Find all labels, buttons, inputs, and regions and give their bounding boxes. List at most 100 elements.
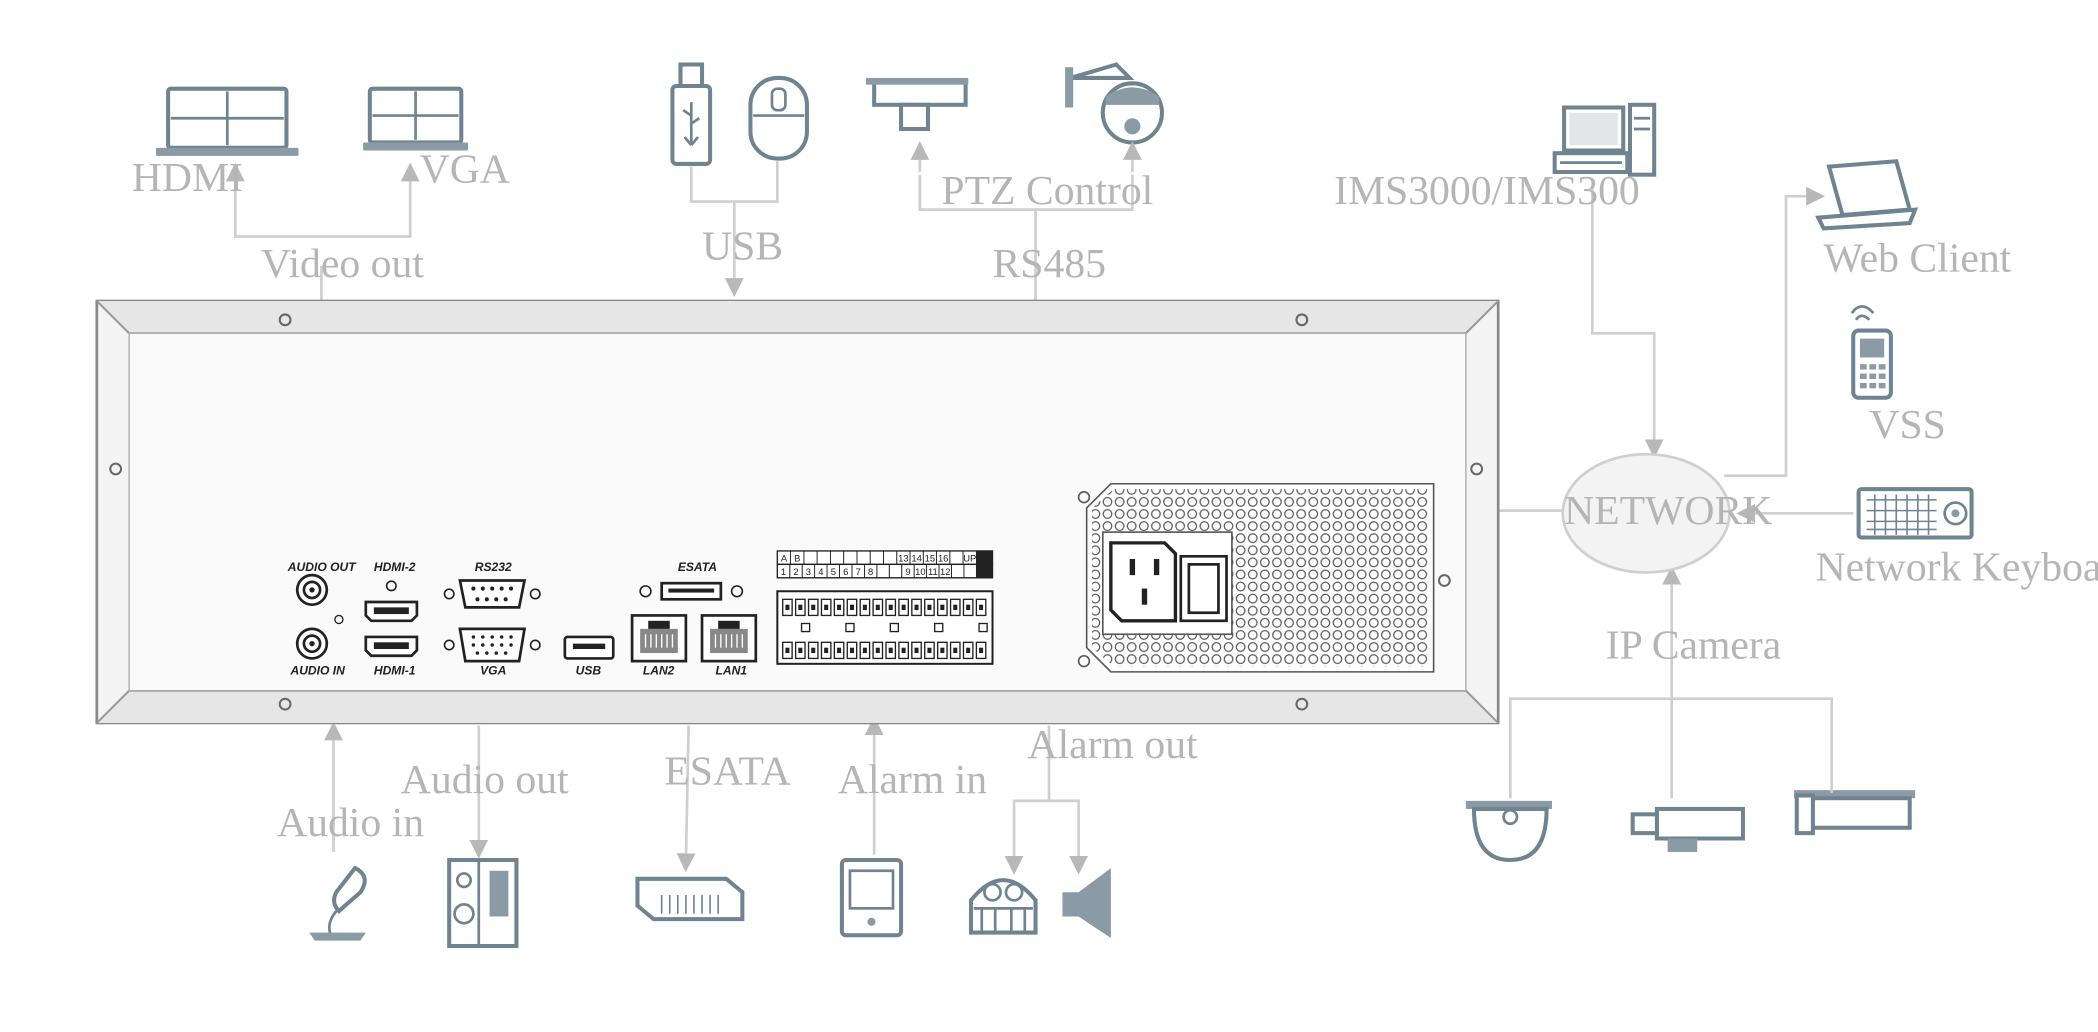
panel-label-vga: VGA <box>480 664 506 678</box>
terminal-screw-slot <box>979 604 984 611</box>
terminal-label: 6 <box>843 566 848 577</box>
terminal-label: B <box>794 553 800 564</box>
terminal-label: 15 <box>925 553 935 564</box>
label-alarm-in: Alarm in <box>838 757 987 803</box>
network-cloud <box>1561 452 1731 574</box>
esata-drive-icon <box>635 876 745 922</box>
terminal-label: 2 <box>793 566 798 577</box>
terminal-led <box>800 622 811 633</box>
label-vss: VSS <box>1869 402 1945 448</box>
label-vga: VGA <box>420 147 510 193</box>
terminal-screw-slot <box>888 604 893 611</box>
dome-camera-icon <box>1465 800 1552 863</box>
nvr-rear-panel: AUDIO OUT AUDIO IN HDMI-2 HDMI-1 RS232 <box>95 299 1500 725</box>
label-web-client: Web Client <box>1824 235 2012 281</box>
audio-in-port <box>295 627 329 660</box>
terminal-label: 14 <box>911 553 921 564</box>
ptz-camera-icon <box>866 77 969 132</box>
label-ptz-control: PTZ Control <box>941 168 1153 214</box>
terminal-screw-slot <box>798 647 803 654</box>
terminal-label: 13 <box>898 553 908 564</box>
speaker-icon <box>447 857 519 949</box>
terminal-screw-slot <box>862 604 867 611</box>
terminal-screw-slot <box>824 647 829 654</box>
panel-label-esata: ESATA <box>678 560 717 574</box>
bullet-camera-icon <box>1794 790 1916 836</box>
alarm-siren-icon <box>968 878 1038 935</box>
terminal-screw-slot <box>837 647 842 654</box>
terminal-screw-slot <box>798 604 803 611</box>
connection-wires <box>225 141 1854 875</box>
panel-label-rs232: RS232 <box>475 560 512 574</box>
terminal-screw-slot <box>940 647 945 654</box>
label-rs485: RS485 <box>993 241 1106 287</box>
terminal-screw-slot <box>966 647 971 654</box>
terminal-cell <box>963 563 977 579</box>
terminal-label: UP <box>963 553 976 564</box>
terminal-screw-slot <box>927 604 932 611</box>
esata-port <box>639 581 744 601</box>
terminal-screw-slot <box>875 647 880 654</box>
terminal-screw-slot <box>901 647 906 654</box>
terminal-label: 3 <box>806 566 811 577</box>
label-ip-camera: IP Camera <box>1606 622 1782 668</box>
terminal-label: 8 <box>868 566 873 577</box>
panel-label-hdmi2: HDMI-2 <box>374 560 416 574</box>
terminal-label: 9 <box>905 566 910 577</box>
terminal-screw-slot <box>862 647 867 654</box>
panel-label-audio-out: AUDIO OUT <box>287 560 357 574</box>
power-switch <box>1179 554 1228 623</box>
terminal-screw-slot <box>888 647 893 654</box>
terminal-screw-slot <box>785 604 790 611</box>
mobile-phone-icon <box>1850 305 1893 400</box>
terminal-screw-slot <box>953 604 958 611</box>
panel-label-lan2: LAN2 <box>643 664 675 678</box>
terminal-screw-slot <box>849 647 854 654</box>
panel-label-audio-in: AUDIO IN <box>289 664 345 678</box>
terminal-screw-slot <box>953 647 958 654</box>
terminal-label: 16 <box>938 553 948 564</box>
label-network: NETWORK <box>1564 488 1772 534</box>
terminal-screw-slot <box>901 604 906 611</box>
mouse-icon <box>748 75 809 161</box>
terminal-led <box>934 622 944 633</box>
label-ims: IMS3000/IMS300 <box>1334 168 1640 214</box>
label-usb: USB <box>702 223 783 269</box>
terminal-screw-slot <box>927 647 932 654</box>
label-audio-in: Audio in <box>277 800 424 846</box>
terminal-screw-slot <box>811 647 816 654</box>
box-camera-icon <box>1630 806 1745 852</box>
audio-out-port <box>295 573 329 607</box>
panel-label-lan1: LAN1 <box>715 664 747 678</box>
hdmi-monitor-icon <box>156 86 299 156</box>
usb-drive-icon <box>670 62 713 166</box>
vga-port <box>443 627 541 663</box>
lan1-port <box>700 614 758 663</box>
terminal-led <box>845 622 855 633</box>
terminal-screw-slot <box>914 647 919 654</box>
terminal-screw-slot <box>979 647 984 654</box>
terminal-label: 4 <box>818 566 823 577</box>
network-keyboard-icon <box>1856 487 1974 540</box>
lan2-port <box>630 614 688 663</box>
terminal-label: 5 <box>831 566 836 577</box>
terminal-screw-slot <box>849 604 854 611</box>
hdmi1-port <box>364 635 419 658</box>
label-audio-out: Audio out <box>401 757 569 803</box>
terminal-screw-slot <box>940 604 945 611</box>
terminal-label: 12 <box>940 566 950 577</box>
terminal-screw-slot <box>837 604 842 611</box>
terminal-screw-slot <box>811 604 816 611</box>
terminal-label: 1 <box>781 566 786 577</box>
power-inlet <box>1109 541 1178 623</box>
terminal-label: 7 <box>856 566 861 577</box>
usb-port <box>563 635 615 660</box>
terminal-led <box>978 622 988 633</box>
terminal-led <box>889 622 900 633</box>
terminal-screw-slot <box>785 647 790 654</box>
panel-label-usb: USB <box>576 664 602 678</box>
vga-monitor-icon <box>363 86 469 151</box>
